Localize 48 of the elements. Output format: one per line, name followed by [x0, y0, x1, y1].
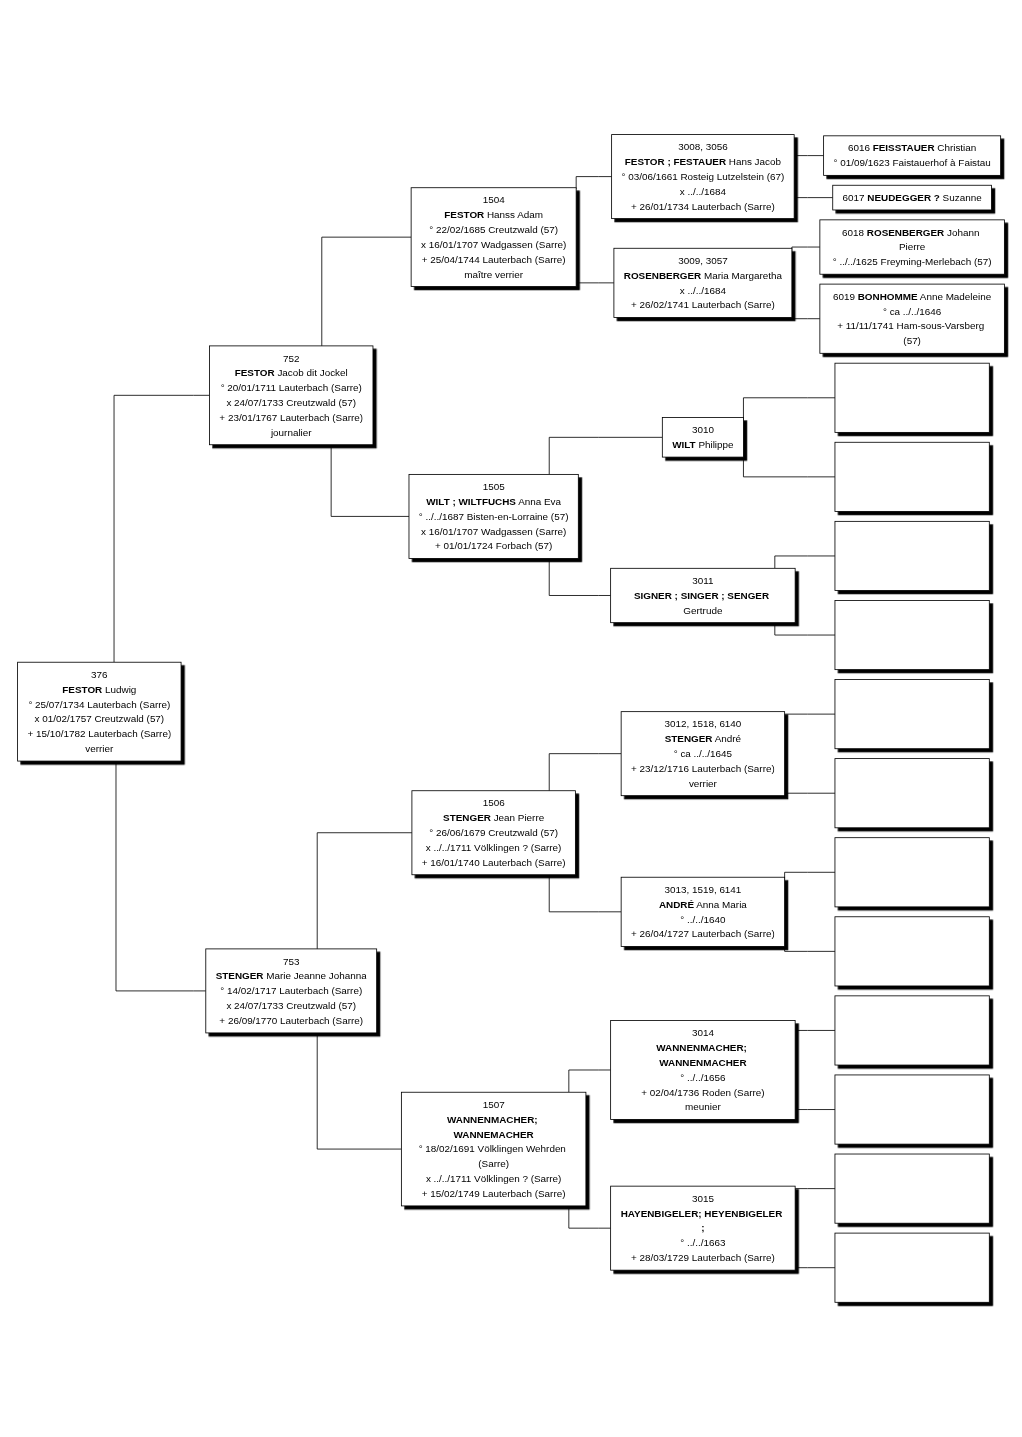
node-box [834, 837, 990, 908]
node-box: 6019 BONHOMME Anne Madeleine ° ca ../../1646 + 11/11/1741 Ham-sous-Varsberg (57) [819, 283, 1005, 354]
node-box: 3015 HAYENBIGELER; HEYENBIGELER ; ° ../../1663 + 28/03/1729 Lauterbach (Sarre) [610, 1185, 796, 1271]
connector [568, 1205, 612, 1229]
connector [568, 1069, 612, 1093]
connector [793, 155, 824, 159]
node-box: 6018 ROSENBERGER Johann Pierre ° ../../1625 Freyming-Merlebach (57) [819, 219, 1005, 275]
node-box: 1507 WANNENMACHER; WANNEMACHER ° 18/02/1691 Völklingen Wehrden (Sarre) x ../../1711 Völklingen ? (Sarre) + 15/02/1749 Lauterbach (Sarre) [400, 1091, 587, 1207]
node-box: 1505 WILT ; WILTFUCHS Anna Eva ° ../../1687 Bisten-en-Lorraine (57) x 16/01/1707 Wadgassen (Sarre) + 01/01/1724 Forbach (57) [408, 474, 579, 559]
node-box: 752 FESTOR Jacob dit Jockel ° 20/01/1711 Lauterbach (Sarre) x 24/07/1733 Creutzwald (57) + 23/01/1767 Lauterbach (Sarre) journalier [209, 345, 374, 446]
node-box: 6017 NEUDEGGER ? Suzanne [832, 184, 992, 211]
connector [548, 874, 622, 913]
node-box [834, 362, 990, 433]
node-box [834, 758, 990, 829]
node-box [834, 1153, 990, 1224]
node-box [834, 441, 990, 512]
node-box: 1504 FESTOR Hanss Adam ° 22/02/1685 Creutzwald (57) x 16/01/1707 Wadgassen (Sarre) + 25/04/1744 Lauterbach (Sarre) maître verrier [410, 187, 577, 288]
node-box: 3013, 1519, 6141 ANDRÉ Anna Maria ° ../../1640 + 26/04/1727 Lauterbach (Sarre) [620, 876, 786, 947]
connector [548, 558, 612, 596]
connector [774, 622, 836, 636]
node-box: 3010 WILT Philippe [661, 417, 744, 458]
connector [774, 555, 836, 569]
connector [316, 1032, 402, 1150]
node-box: 3009, 3057 ROSENBERGER Maria Margaretha x ../../1684 + 26/02/1741 Lauterbach (Sarre) [613, 247, 793, 318]
connector [113, 394, 210, 663]
connector [321, 236, 412, 347]
node-box: 1506 STENGER Jean Pierre ° 26/06/1679 Creutzwald (57) x ../../1711 Völklingen ? (Sarre) + 16/01/1740 Lauterbach (Sarre) [411, 790, 576, 876]
connector [316, 832, 413, 950]
node-box: 753 STENGER Marie Jeanne Johanna ° 14/02/1717 Lauterbach (Sarre) x 24/07/1733 Creutzwald (57) + 26/09/1770 Lauterbach (Sarre) [205, 948, 378, 1034]
connector [548, 753, 622, 792]
connector [548, 436, 663, 475]
node-box: 3011 SIGNER ; SINGER ; SENGER Gertrude [610, 567, 796, 624]
node-box [834, 916, 990, 987]
node-box [834, 521, 990, 591]
node-box [834, 679, 990, 750]
node-box: 3014 WANNENMACHER; WANNENMACHER ° ../../1656 + 02/04/1736 Roden (Sarre) meunier [610, 1020, 796, 1120]
node-box [834, 1074, 990, 1145]
node-box: 376 FESTOR Ludwig ° 25/07/1734 Lauterbach (Sarre) x 01/02/1757 Creutzwald (57) + 15/10/1782 Lauterbach (Sarre) verrier [17, 661, 182, 762]
connector [115, 760, 207, 992]
connector [330, 444, 410, 517]
node-box: 6016 FEISSTAUER Christian ° 01/09/1623 Faistauerhof à Faistau [823, 135, 1002, 176]
node-box: 3012, 1518, 6140 STENGER André ° ca ../../1645 + 23/12/1716 Lauterbach (Sarre) verrier [620, 711, 786, 797]
connector [793, 194, 834, 199]
connector [575, 176, 613, 190]
node-box [834, 600, 990, 671]
node-box [834, 995, 990, 1066]
node-box [834, 1232, 990, 1303]
node-box: 3008, 3056 FESTOR ; FESTAUER Hans Jacob ° 03/06/1661 Rosteig Lutzelstein (67) x ../../1684 + 26/01/1734 Lauterbach (Sarre) [611, 134, 795, 220]
